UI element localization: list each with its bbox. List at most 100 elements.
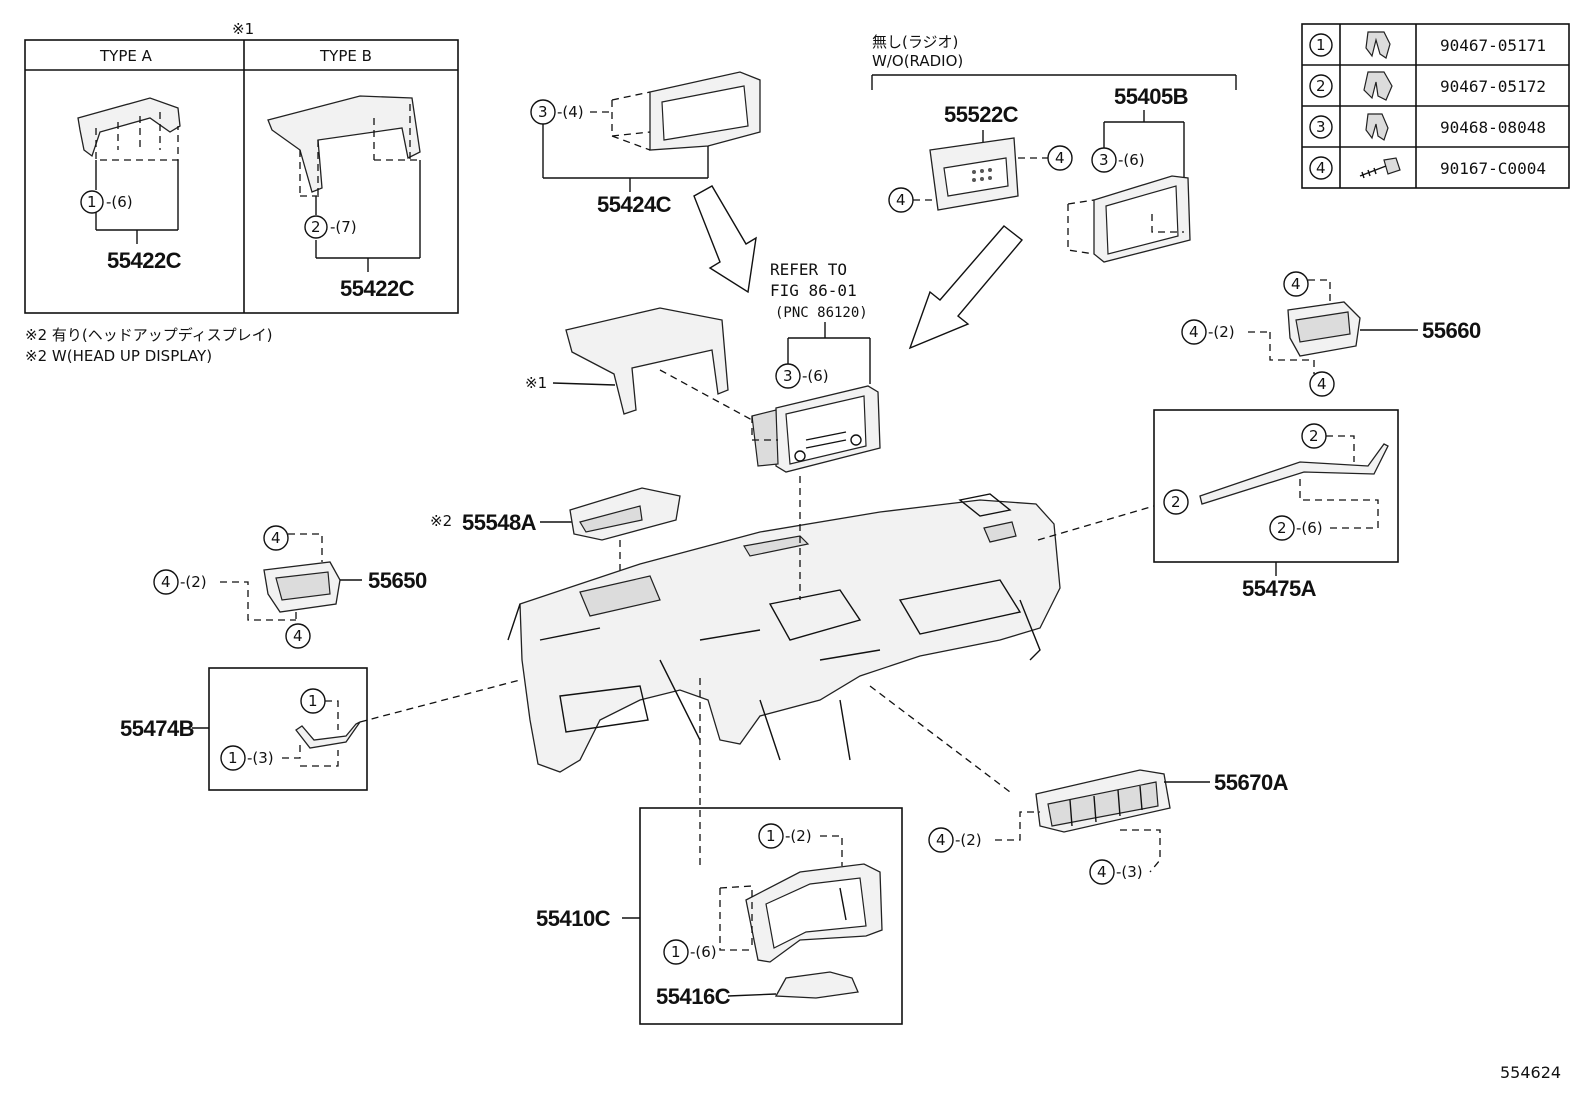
svg-text:4: 4 <box>936 831 946 849</box>
svg-text:3: 3 <box>1099 151 1109 169</box>
without-radio-group: 無し(ラジオ) W/O(RADIO) 55522C 4 4 55405B 3 -… <box>871 33 1237 263</box>
fastener-legend-table: 1 90467-05171 2 90467-05172 3 90468-0804… <box>1301 23 1570 189</box>
svg-text:4: 4 <box>896 191 906 209</box>
radio-head-unit-part <box>751 385 881 473</box>
svg-text:-(6): -(6) <box>106 193 133 211</box>
type-a-cover-part <box>77 97 181 161</box>
meter-lower-cover-part <box>774 971 859 999</box>
part-55410c-box: 55410C 1 -(2) 1 -(6) 55416C <box>536 807 903 1025</box>
svg-text:2: 2 <box>1316 77 1326 95</box>
part-55405b: 55405B <box>1114 84 1188 109</box>
legend-row-3: 3 90468-08048 <box>1309 113 1546 141</box>
svg-text:-(6): -(6) <box>690 943 717 961</box>
arrow-down-left-icon <box>908 225 1024 350</box>
svg-text:-(3): -(3) <box>247 749 274 767</box>
svg-text:1: 1 <box>228 749 238 767</box>
part-55424c: 55424C <box>597 192 672 217</box>
part-55422c-type-b: 55422C <box>340 276 415 301</box>
svg-text:-(2): -(2) <box>1208 323 1235 341</box>
note-mark-1: ※1 <box>232 20 254 38</box>
svg-text:-(6): -(6) <box>1118 151 1145 169</box>
part-55475a-box: 2 2 2 -(6) 55475A <box>1153 409 1399 601</box>
svg-text:※2: ※2 <box>430 512 452 530</box>
type-box: ※1 TYPE A TYPE B 1 -(6) 55422C <box>24 20 459 314</box>
svg-text:4: 4 <box>1055 149 1065 167</box>
upper-cover-center-part: ※1 <box>525 307 753 421</box>
legend-part-3: 90468-08048 <box>1440 118 1546 137</box>
svg-text:(PNC 86120): (PNC 86120) <box>775 305 868 321</box>
part-55660-group: 4 55660 4 -(2) 4 <box>1181 271 1481 397</box>
svg-text:-(2): -(2) <box>180 573 207 591</box>
svg-text:-(2): -(2) <box>955 831 982 849</box>
legend-row-4: 4 90167-C0004 <box>1309 156 1546 180</box>
svg-text:-(6): -(6) <box>1296 519 1323 537</box>
legend-row-2: 2 90467-05172 <box>1309 71 1546 101</box>
part-55650: 55650 <box>368 568 427 593</box>
svg-text:4: 4 <box>1317 375 1327 393</box>
part-55422c-type-a: 55422C <box>107 248 182 273</box>
svg-text:1: 1 <box>1316 36 1326 54</box>
legend-part-2: 90467-05172 <box>1440 77 1546 96</box>
svg-text:1: 1 <box>308 692 318 710</box>
svg-text:1: 1 <box>87 193 97 211</box>
clip-icon <box>1365 113 1389 141</box>
svg-text:1: 1 <box>766 827 776 845</box>
clip-icon <box>1365 31 1391 59</box>
svg-text:3: 3 <box>1316 118 1326 136</box>
svg-text:FIG 86-01: FIG 86-01 <box>770 281 857 300</box>
svg-text:-(3): -(3) <box>1116 863 1143 881</box>
radio-jp-label: 無し(ラジオ) <box>872 33 958 51</box>
svg-text:4: 4 <box>1189 323 1199 341</box>
type-b-cover-part <box>267 95 421 197</box>
part-55475a: 55475A <box>1242 576 1317 601</box>
part-55670a-group: 55670A 4 -(2) 4 -(3) <box>928 769 1289 885</box>
svg-text:3: 3 <box>538 103 548 121</box>
legend-row-1: 1 90467-05171 <box>1309 31 1546 59</box>
svg-text:1: 1 <box>671 943 681 961</box>
part-55548a: 55548A <box>462 510 537 535</box>
meter-hood-part <box>745 863 883 963</box>
arrow-down-right-icon <box>693 185 757 294</box>
svg-text:-(2): -(2) <box>785 827 812 845</box>
part-55474b: 55474B <box>120 716 194 741</box>
svg-text:2: 2 <box>311 218 321 236</box>
screw-icon <box>1359 157 1401 179</box>
svg-text:4: 4 <box>271 529 281 547</box>
svg-text:4: 4 <box>293 627 303 645</box>
svg-text:3: 3 <box>783 367 793 385</box>
panel-dots <box>972 168 992 182</box>
part-55424c-group: 3 -(4) 55424C <box>530 71 761 217</box>
svg-text:2: 2 <box>1277 519 1287 537</box>
svg-text:4: 4 <box>1097 863 1107 881</box>
note2-english: ※2 W(HEAD UP DISPLAY) <box>25 347 212 365</box>
part-55650-group: 4 55650 4 -(2) 4 <box>153 525 427 649</box>
type-a-label: TYPE A <box>99 47 153 65</box>
part-55670a: 55670A <box>1214 770 1289 795</box>
part-55522c: 55522C <box>944 102 1019 127</box>
svg-text:-(6): -(6) <box>802 367 829 385</box>
radio-en-label: W/O(RADIO) <box>872 52 963 70</box>
svg-text:-(4): -(4) <box>557 103 584 121</box>
svg-text:2: 2 <box>1171 493 1181 511</box>
part-55416c: 55416C <box>656 984 731 1009</box>
part-55474b-box: 55474B 1 1 -(3) <box>120 667 368 791</box>
svg-text:4: 4 <box>161 573 171 591</box>
svg-text:REFER TO: REFER TO <box>770 260 847 279</box>
figure-id: 554624 <box>1500 1063 1561 1082</box>
type-b-label: TYPE B <box>319 47 372 65</box>
svg-text:4: 4 <box>1291 275 1301 293</box>
note-mark-cover: ※1 <box>525 374 547 392</box>
svg-text:2: 2 <box>1309 427 1319 445</box>
legend-part-1: 90467-05171 <box>1440 36 1546 55</box>
refer-note: REFER TO FIG 86-01 (PNC 86120) 3 -(6) <box>770 260 871 389</box>
svg-text:-(7): -(7) <box>330 218 357 236</box>
part-55548a-group: ※2 55548A <box>430 487 681 586</box>
note2-japanese: ※2 有り(ヘッドアップディスプレイ) <box>25 326 273 344</box>
part-55660: 55660 <box>1422 318 1481 343</box>
legend-part-4: 90167-C0004 <box>1440 159 1546 178</box>
part-55410c: 55410C <box>536 906 611 931</box>
instrument-panel-part <box>359 476 1155 868</box>
clip-icon <box>1363 71 1393 101</box>
